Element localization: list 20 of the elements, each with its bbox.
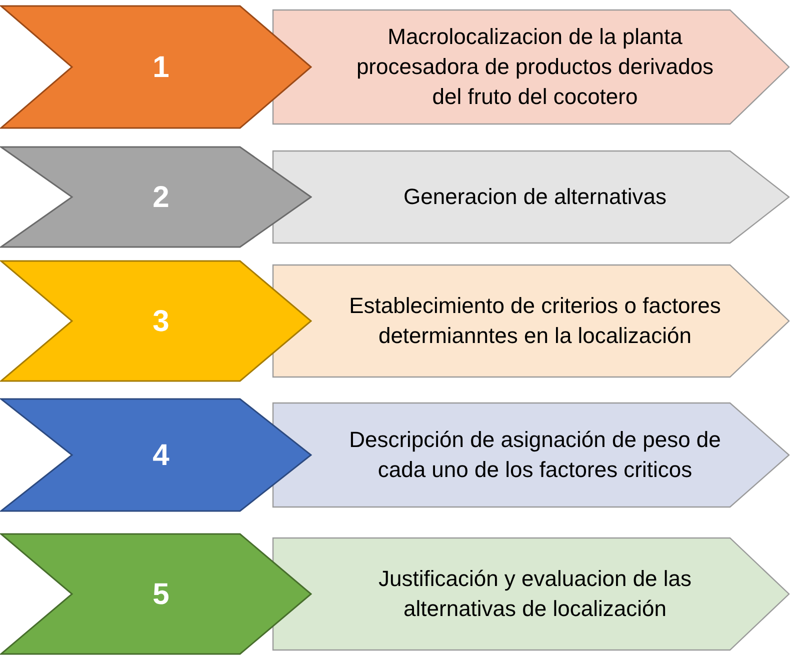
step-number: 5 xyxy=(152,576,170,612)
chevron-shape xyxy=(0,398,312,512)
step-number: 2 xyxy=(152,180,170,216)
step-description: Generacion de alternativas xyxy=(404,183,666,211)
step-description: Macrolocalizacion de la planta procesadora de productos derivados del fruto del cocotero xyxy=(355,23,715,111)
step-number: 1 xyxy=(152,50,170,86)
step-description: Establecimiento de criterios o factores determianntes en la localización xyxy=(348,292,722,350)
step-banner xyxy=(272,9,790,125)
chevron-shape xyxy=(0,146,312,248)
step-description: Descripción de asignación de peso de cada uno de los factores criticos xyxy=(348,426,722,484)
step-number: 4 xyxy=(152,438,170,474)
step-banner xyxy=(272,150,790,244)
step-banner xyxy=(272,537,790,651)
step-number: 3 xyxy=(152,304,170,340)
chevron-shape xyxy=(0,5,312,129)
chevron-shape xyxy=(0,260,312,382)
chevron-shape xyxy=(0,533,312,655)
step-banner xyxy=(272,264,790,378)
step-banner xyxy=(272,402,790,508)
step-description: Justificación y evaluacion de las alternativas de localización xyxy=(377,565,693,623)
